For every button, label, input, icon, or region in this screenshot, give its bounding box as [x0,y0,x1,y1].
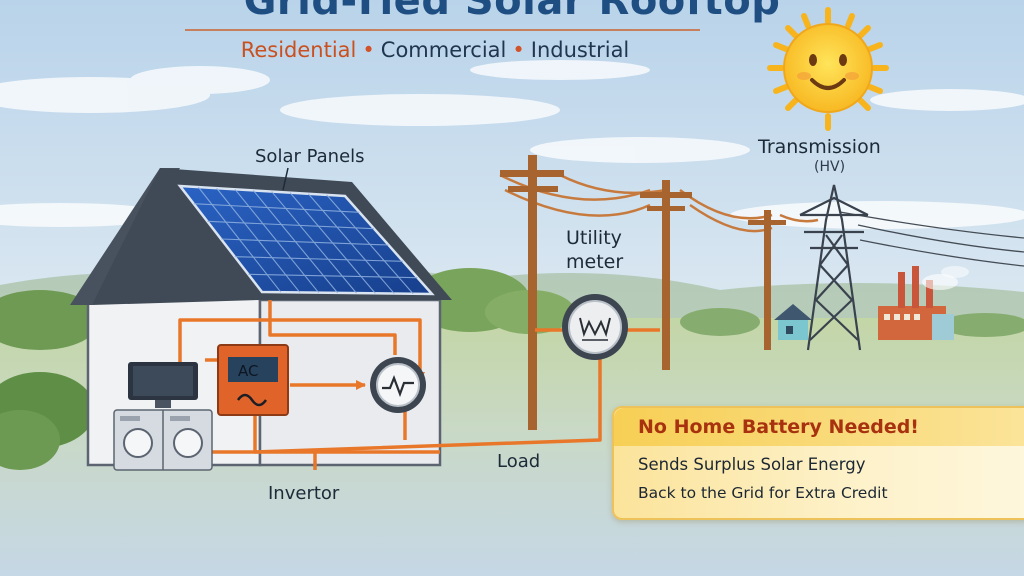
solar-panel-array [177,184,435,296]
tree-line [0,268,1024,470]
callout-line-1: Sends Surplus Solar Energy [638,455,866,474]
inverter-box [217,344,289,416]
hv-label: (HV) [814,159,846,175]
subtitle-residential: Residential [240,38,357,62]
washing-machines [113,409,213,471]
callout-headline: No Home Battery Needed! [638,416,919,438]
distant-house [774,304,812,340]
solar-panels-label: Solar Panels [255,146,365,167]
hv-lines [839,211,1024,267]
subtitle-separator: • [512,38,525,62]
utility-pole-1 [500,155,564,430]
callout-header-band [614,408,1024,446]
factory [878,266,969,340]
utility-meter [562,294,628,360]
load-label: Load [497,451,541,472]
solar-panels-pointer [282,167,289,191]
callout-box: No Home Battery Needed! Sends Surplus So… [612,406,1024,520]
transmission-tower-icon [799,184,869,351]
ac-label: AC [238,362,259,380]
subtitle-separator: • [362,38,375,62]
utility-pole-3 [748,210,786,350]
subtitle-industrial: Industrial [530,38,630,62]
house-meter [370,357,426,413]
inverter-label: Invertor [268,483,340,504]
monitor [128,362,198,408]
callout-line-2: Back to the Grid for Extra Credit [638,484,888,502]
subtitle: Residential•Commercial•Industrial [0,38,870,62]
page-title: Grid-Tied Solar Rooftop [243,0,781,24]
smiling-sun-icon [767,7,889,131]
transmission-label: Transmission [758,136,881,158]
utility-meter-label-line2: meter [566,251,624,273]
utility-pole-2 [640,180,692,370]
title-underline [185,29,700,31]
subtitle-commercial: Commercial [380,38,507,62]
utility-meter-label-line1: Utility [566,227,622,249]
